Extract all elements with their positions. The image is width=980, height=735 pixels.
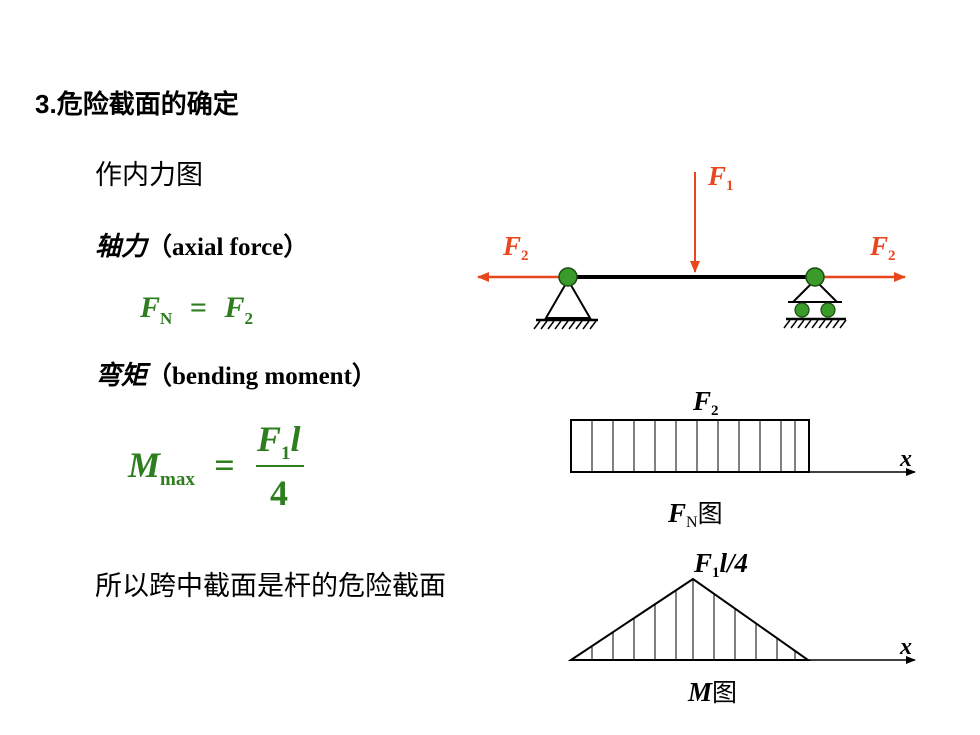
bending-moment-diagram: x F1l/4 M图 [567,548,916,707]
formula-f2-symbol: F [224,291,245,324]
axial-english: （axial force） [147,234,309,261]
f2-right-label: F2 [869,231,896,264]
fn-top-label: F2 [692,386,719,419]
m-axis-label: x [899,634,912,660]
bending-term: 弯矩 [95,361,148,391]
roller-wheel-icon [794,302,810,318]
f1-label: F1 [707,161,734,194]
formula-fn-symbol: F [140,291,161,324]
bending-english: （bending moment） [147,363,377,390]
num-sub: 1 [281,443,291,465]
mmax-numerator: F1l [257,418,301,465]
mmax-symbol: M [128,445,161,485]
left-pin-support-icon [544,278,592,319]
fn-hatching [591,420,796,472]
num-f: F [257,419,282,459]
axial-formula: FN = F2 [140,290,253,329]
axial-term: 轴力 [95,232,148,262]
axial-force-line: 轴力（axial force） [95,226,308,263]
fn-rectangle [570,419,810,473]
mmax-lhs: Mmax = [128,444,235,491]
fn-caption: FN图 [667,498,723,531]
right-hatch-icon [783,319,847,329]
mmax-equals: = [214,445,235,485]
formula-f2-sub: 2 [244,309,254,328]
axial-force-diagram: x F2 FN图 [570,386,916,531]
m-triangle [567,577,812,661]
left-pin-icon [558,267,578,287]
left-hatch-icon [533,320,597,330]
fraction-bar [256,465,304,467]
m-peak-label: F1l/4 [693,548,748,581]
m-caption: M图 [687,677,737,707]
draw-internal-force-text: 作内力图 [95,160,203,191]
heading-number: 3. [35,89,57,119]
heading-text: 危险截面的确定 [56,90,239,120]
bending-moment-line: 弯矩（bending moment） [95,355,377,392]
formula-equals: = [189,291,207,324]
num-l: l [290,419,301,459]
formula-fn-sub: N [160,309,173,328]
mmax-sub: max [160,469,195,491]
conclusion-text: 所以跨中截面是杆的危险截面 [95,571,446,602]
roller-wheel-icon [820,302,836,318]
beam-schematic: F1 F2 F2 [477,161,906,330]
m-hatching [591,579,796,660]
section-heading: 3.危险截面的确定 [35,84,239,121]
f2-left-label: F2 [502,231,529,264]
mmax-denominator: 4 [270,473,288,513]
fn-axis-label: x [899,446,912,472]
right-pin-icon [805,267,825,287]
